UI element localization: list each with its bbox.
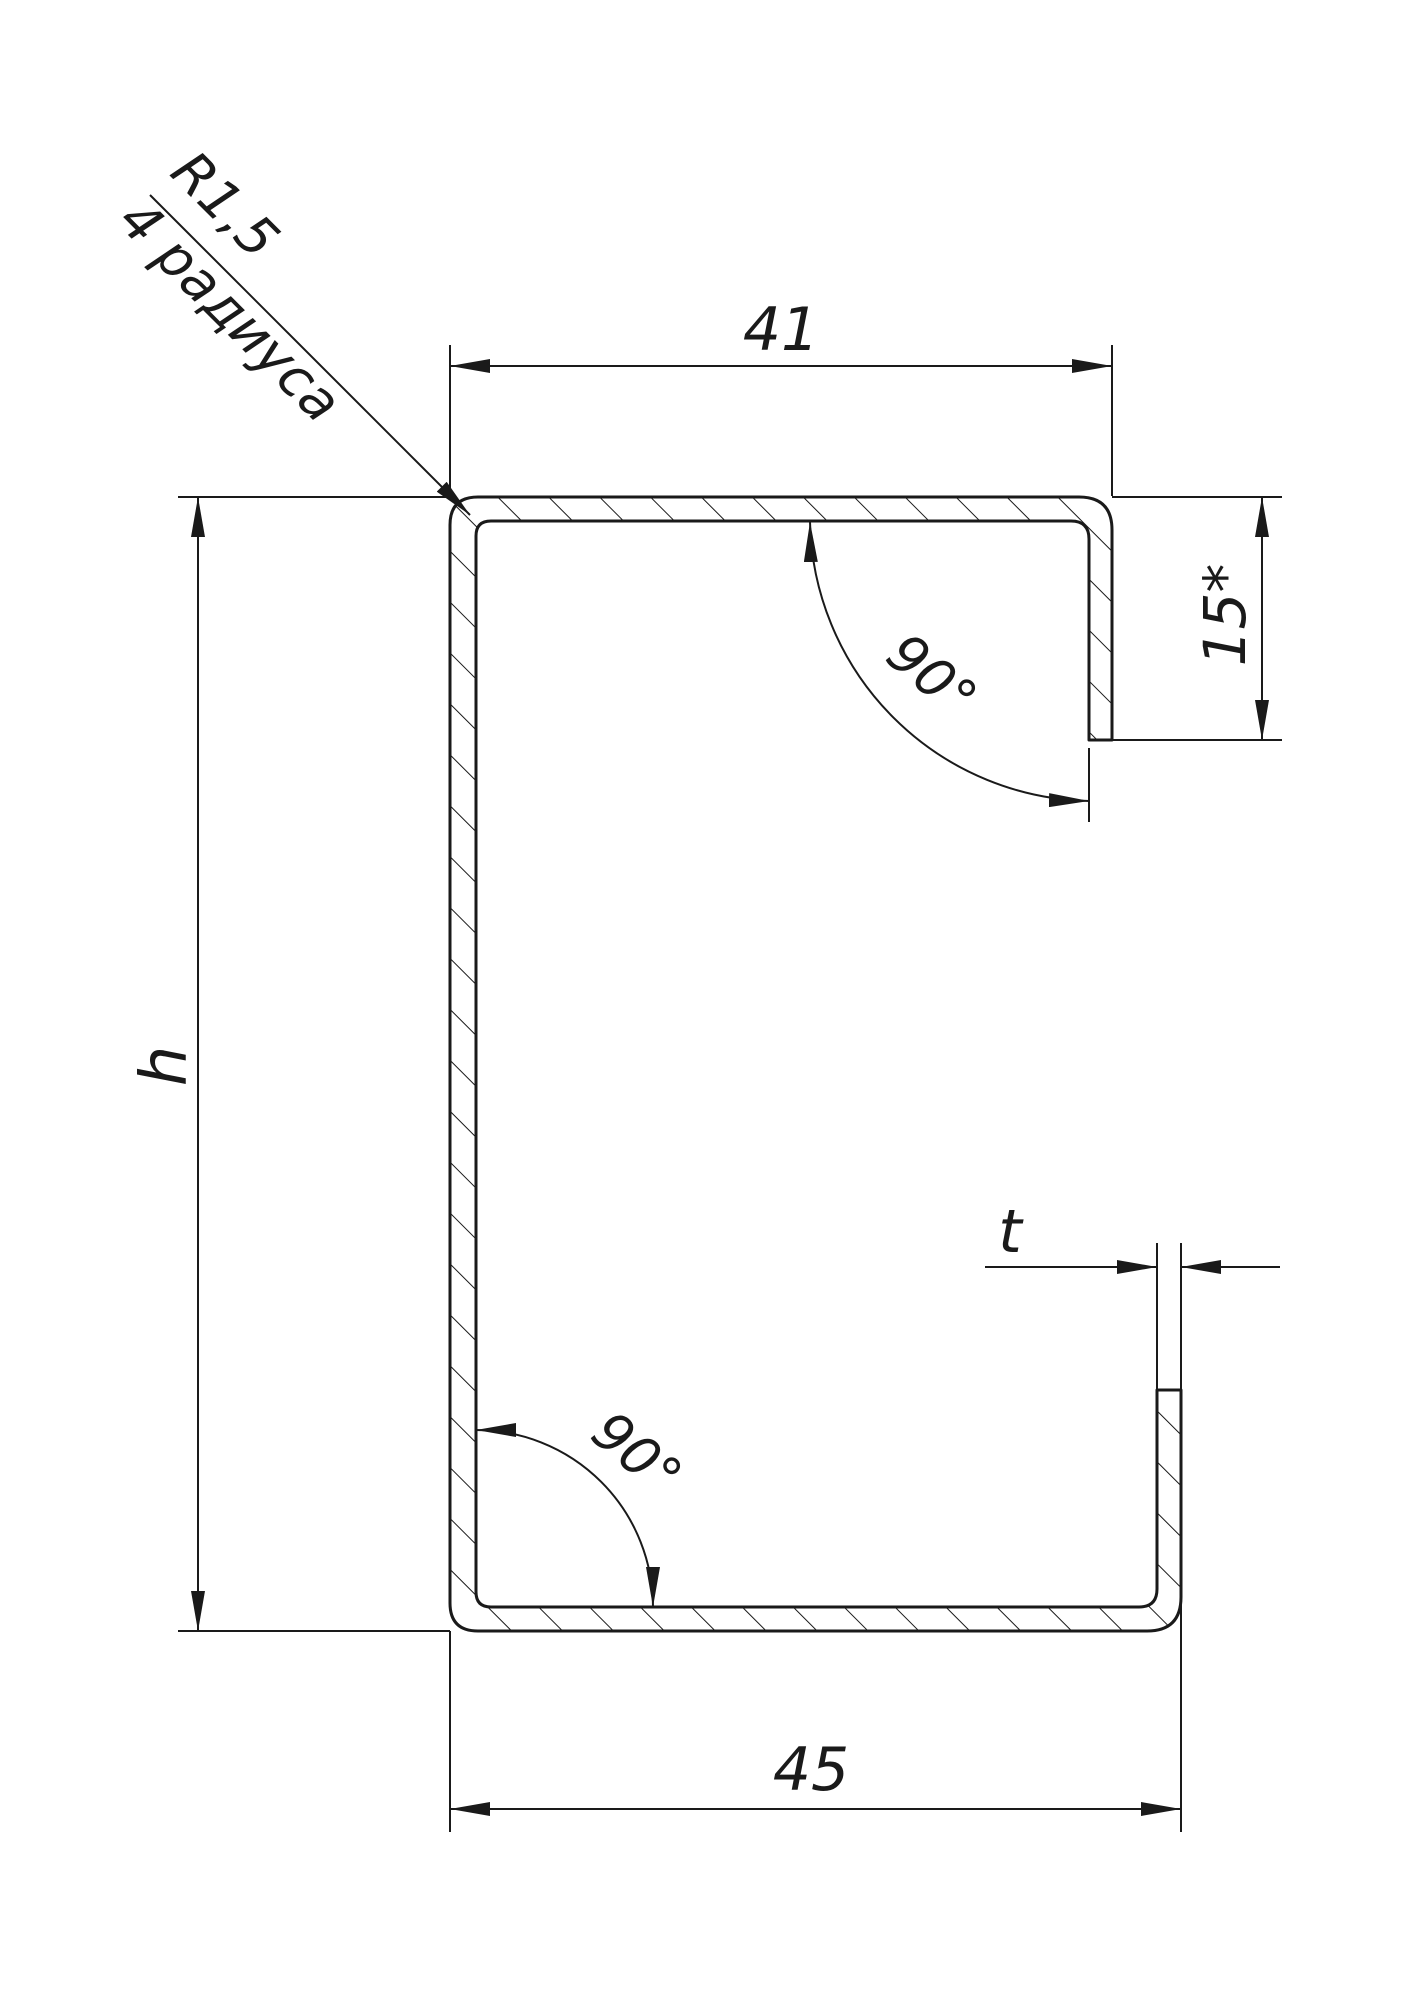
angle-dimension-bottom: 90° [475, 1399, 694, 1608]
radius-leader-line [149, 194, 471, 516]
angle-top-label: 90° [875, 621, 989, 731]
height-label: h [128, 1046, 202, 1087]
dimension-height: h [128, 496, 450, 1632]
angle-arc-bottom [475, 1423, 660, 1608]
dimension-bottom-width: 45 [449, 1390, 1182, 1832]
top-width-label: 41 [743, 295, 819, 365]
angle-bottom-label: 90° [580, 1399, 694, 1509]
bottom-width-label: 45 [773, 1735, 849, 1805]
angle-dimension-top: 90° [803, 521, 1090, 822]
profile-section [448, 495, 1183, 1633]
dimension-top-width: 41 [449, 295, 1113, 496]
radius-callout: R1,5 4 радиуса [107, 139, 471, 516]
dimension-lip-height: 15* [1112, 496, 1282, 741]
dimension-thickness: t [985, 1197, 1280, 1390]
thickness-label: t [998, 1197, 1024, 1267]
lip-height-label: 15* [1191, 564, 1259, 667]
angle-arc-top [803, 521, 1090, 808]
